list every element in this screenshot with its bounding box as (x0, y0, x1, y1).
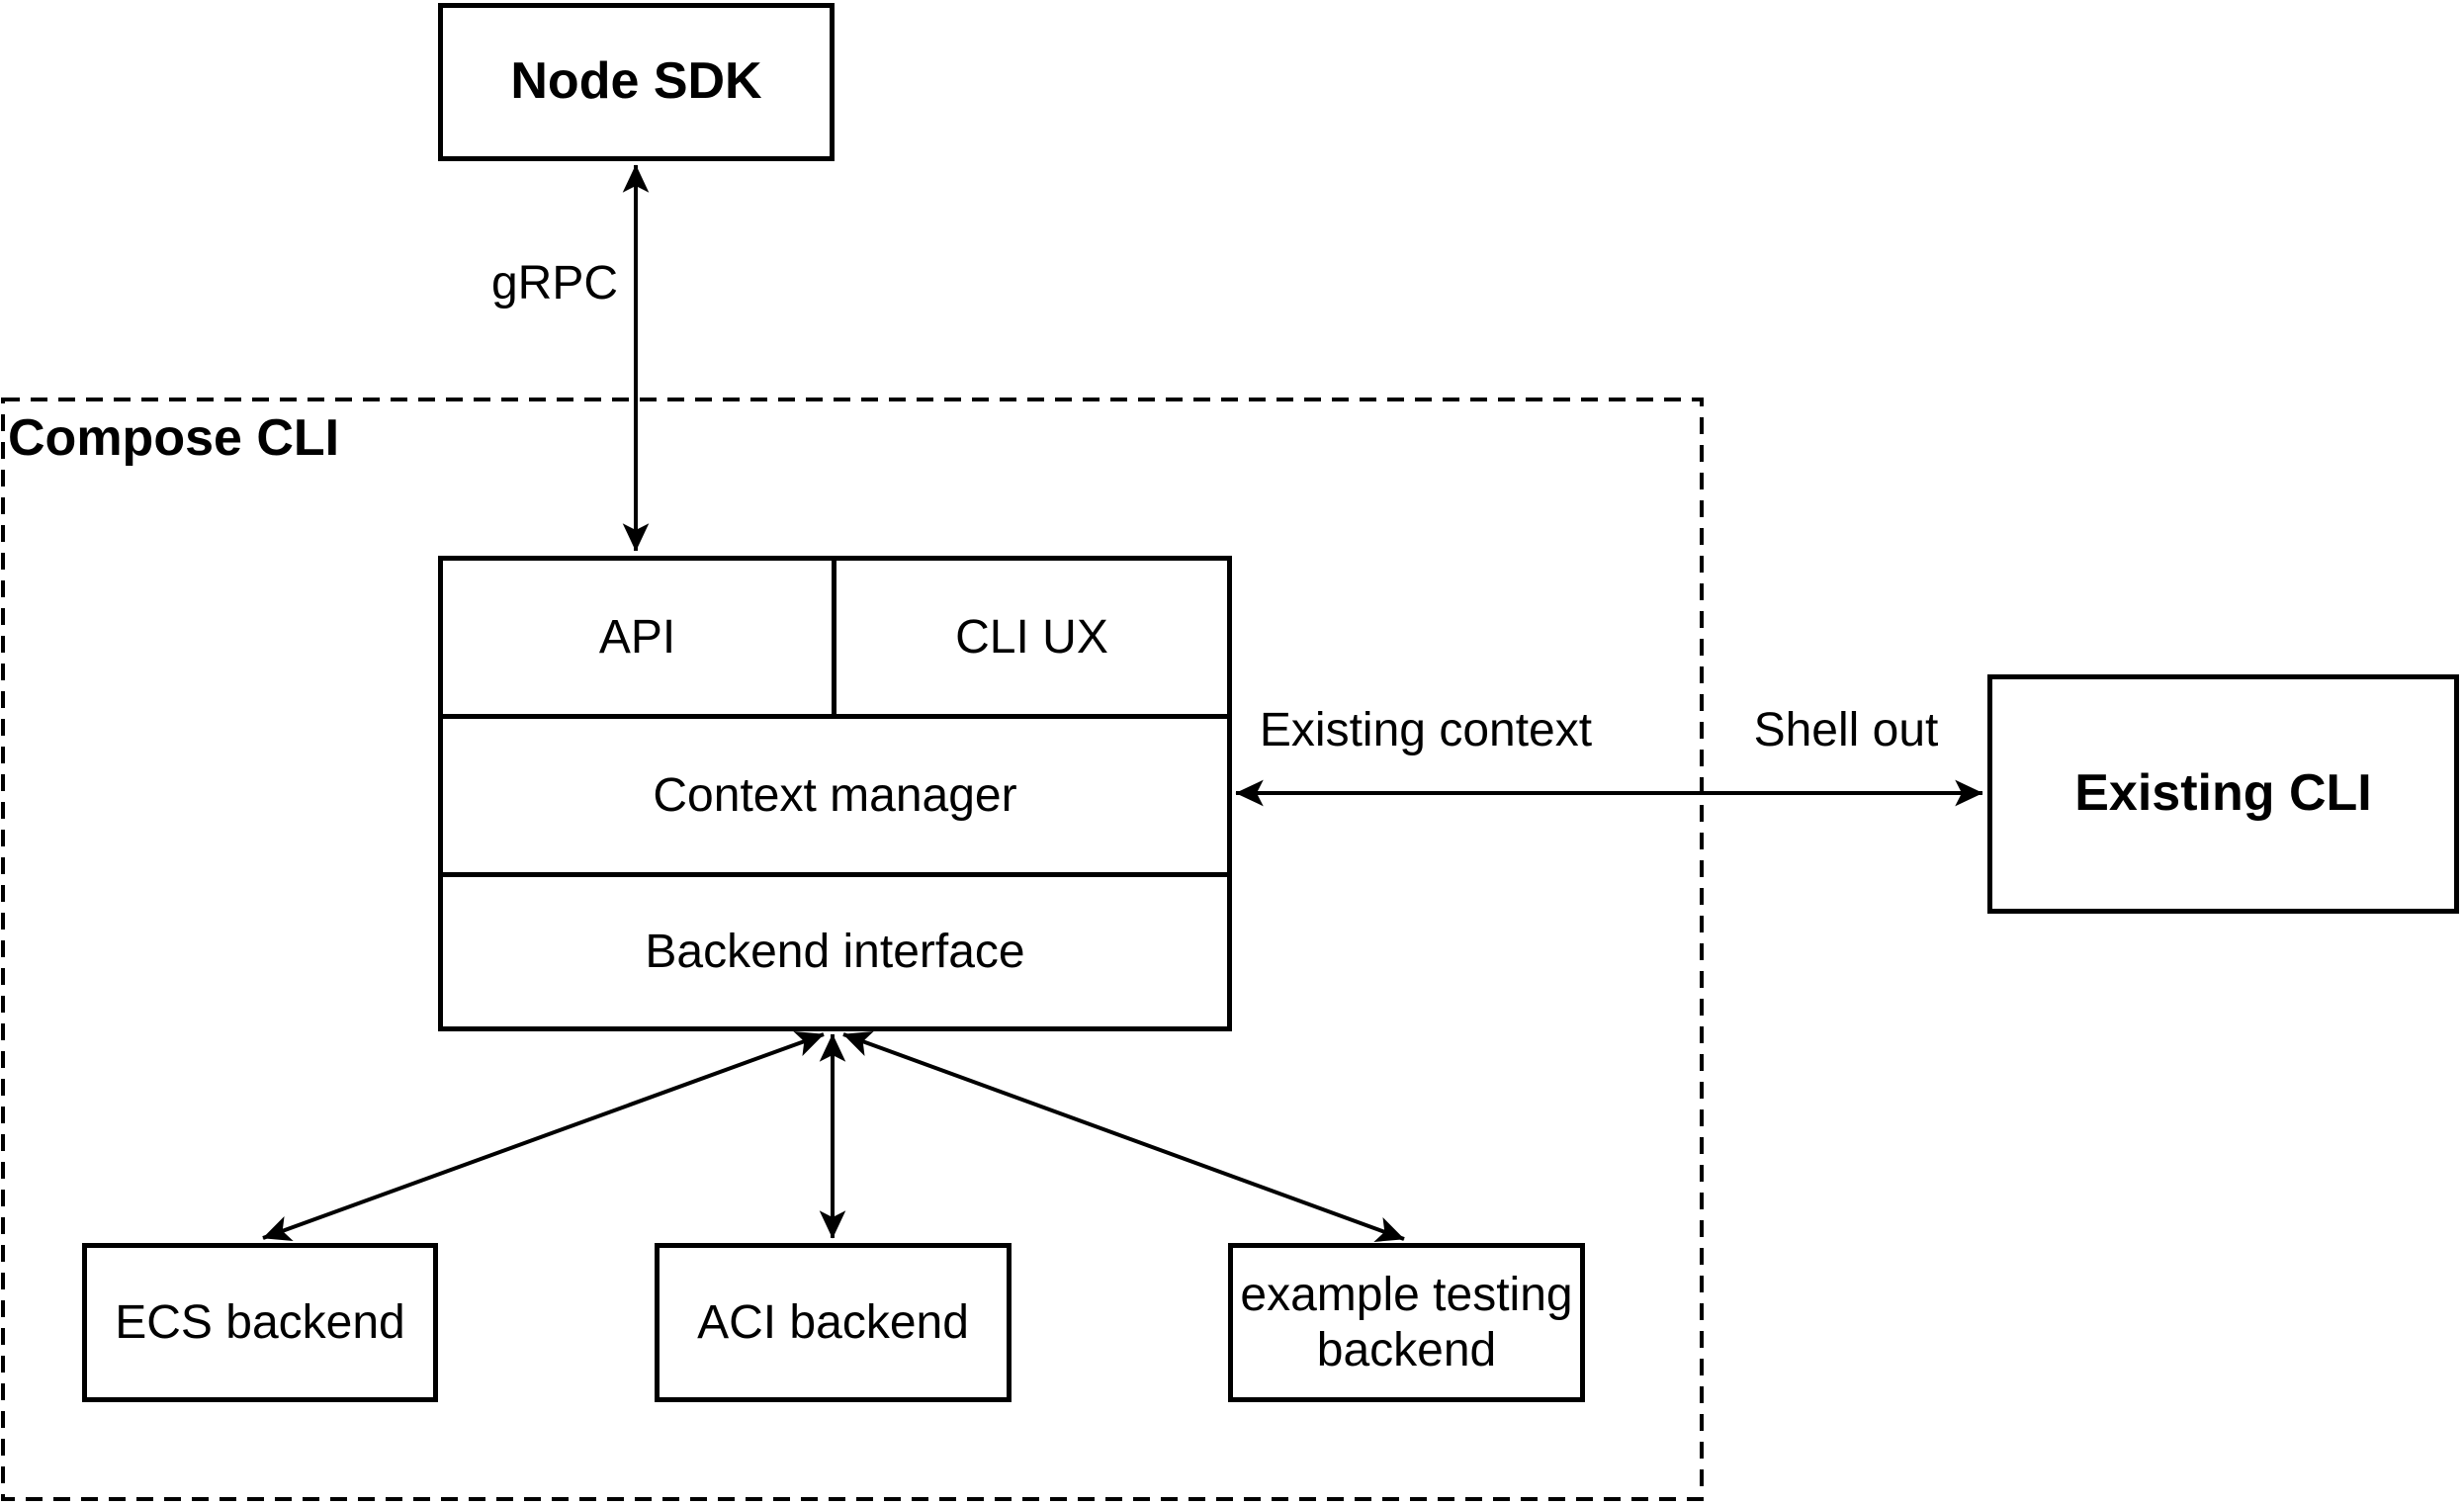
compose-cli-stack: API CLI UX Context manager Backend inter… (438, 556, 1232, 1031)
api-label: API (598, 611, 676, 664)
api-cell: API (443, 561, 836, 714)
example-testing-backend-label: example testing backend (1240, 1269, 1573, 1376)
node-sdk-box: Node SDK (438, 3, 835, 161)
context-manager-label: Context manager (653, 769, 1017, 822)
existing-context-edge-label: Existing context (1259, 704, 1593, 756)
ecs-backend-arrow (262, 1030, 825, 1242)
backend-interface-cell: Backend interface (443, 877, 1227, 1026)
cli-ux-label: CLI UX (955, 611, 1108, 664)
aci-backend-label: ACI backend (697, 1295, 969, 1349)
compose-cli-container-outline (1, 398, 1704, 1501)
existing-cli-label: Existing CLI (2074, 764, 2372, 823)
context-manager-cell: Context manager (443, 719, 1227, 877)
cli-ux-cell: CLI UX (836, 561, 1227, 714)
aci-backend-box: ACI backend (655, 1243, 1012, 1402)
api-cliux-row: API CLI UX (443, 561, 1227, 719)
shell-out-edge-label: Shell out (1753, 704, 1939, 756)
compose-cli-container-label: Compose CLI (8, 409, 340, 467)
ecs-backend-box: ECS backend (82, 1243, 438, 1402)
grpc-edge-label: gRPC (490, 257, 618, 310)
backend-interface-label: Backend interface (645, 926, 1025, 978)
node-sdk-label: Node SDK (510, 52, 762, 111)
example-testing-backend-box: example testing backend (1228, 1243, 1585, 1402)
example-backend-arrow (842, 1031, 1405, 1242)
ecs-backend-label: ECS backend (115, 1295, 405, 1349)
existing-cli-box: Existing CLI (1987, 674, 2459, 914)
